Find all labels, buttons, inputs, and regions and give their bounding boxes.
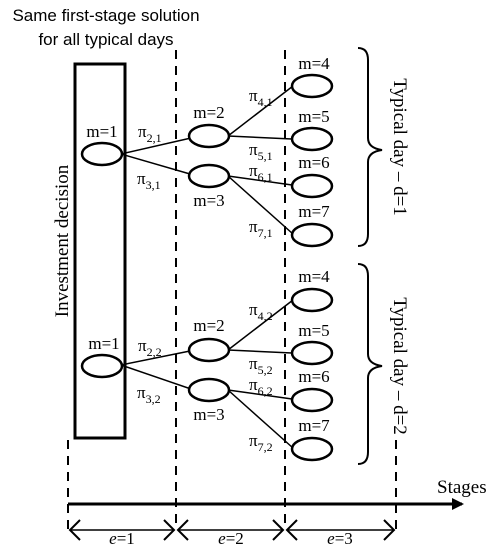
node-m7 xyxy=(290,222,334,248)
stages-axis-label: Stages xyxy=(437,477,487,498)
node-m3 xyxy=(187,377,231,403)
stage-1-span-right-head xyxy=(163,519,176,541)
tree-typical-day-2: m=1 m=2 m=3 m=4 m=5 m=6 m=7 π2,2 π3,2 π4… xyxy=(80,263,410,465)
prob-pi-4-2: π4,2 xyxy=(249,300,273,323)
edge-2-5 xyxy=(227,135,293,140)
node-m6 xyxy=(290,173,334,199)
edge-1-2 xyxy=(120,137,192,155)
edge-2-4 xyxy=(227,299,294,351)
node-m5 xyxy=(290,126,334,152)
node-m5 xyxy=(290,340,334,366)
stage-3-label: e=3 xyxy=(327,529,353,548)
node-m1 xyxy=(80,141,124,167)
prob-pi-6-1: π6,1 xyxy=(249,161,273,184)
edge-3-6 xyxy=(227,175,293,186)
node-label-m5: m=5 xyxy=(298,107,329,126)
edge-3-6 xyxy=(227,389,293,400)
node-m4 xyxy=(290,287,334,313)
node-m2 xyxy=(187,337,231,363)
node-label-m7: m=7 xyxy=(298,202,330,221)
header-line-2: for all typical days xyxy=(38,30,173,49)
header-line-1: Same first-stage solution xyxy=(12,6,199,25)
edge-1-2 xyxy=(120,350,191,366)
investment-decision-label: Investment decision xyxy=(52,164,73,317)
node-label-m6: m=6 xyxy=(298,367,329,386)
curly-brace-day-1 xyxy=(357,47,383,247)
tree-typical-day-1: m=1 m=2 m=3 m=4 m=5 m=6 m=7 π2,1 π3,1 π4… xyxy=(80,47,410,248)
node-m2 xyxy=(187,123,231,149)
curly-brace-day-2 xyxy=(357,263,383,465)
edge-2-4 xyxy=(227,85,294,137)
edge-1-3 xyxy=(120,153,191,175)
node-m6 xyxy=(290,387,334,413)
typical-day-1-label: Typical day – d=1 xyxy=(389,78,410,216)
node-label-m2: m=2 xyxy=(193,316,224,335)
prob-pi-4-1: π4,1 xyxy=(249,86,273,109)
node-label-m6: m=6 xyxy=(298,153,329,172)
node-label-m4: m=4 xyxy=(298,54,330,73)
edge-3-7 xyxy=(227,389,294,449)
edge-2-5 xyxy=(227,349,293,354)
node-label-m3: m=3 xyxy=(193,191,224,210)
stage-1-label: e=1 xyxy=(109,529,135,548)
stage-2-span-right-head xyxy=(272,519,285,541)
prob-pi-7-1: π7,1 xyxy=(249,217,273,240)
prob-pi-3-2: π3,2 xyxy=(137,383,161,406)
stage-1-span: e=1 xyxy=(68,519,176,548)
node-label-m5: m=5 xyxy=(298,321,329,340)
node-m1 xyxy=(80,353,124,379)
stage-2-span-left-head xyxy=(176,519,189,541)
typical-day-2-label: Typical day – d=2 xyxy=(389,297,410,435)
stage-2-span: e=2 xyxy=(176,519,285,548)
node-m7 xyxy=(290,436,334,462)
prob-pi-6-2: π6,2 xyxy=(249,375,273,398)
stage-1-span-left-head xyxy=(68,519,81,541)
edge-3-7 xyxy=(227,175,294,235)
node-m4 xyxy=(290,73,334,99)
investment-decision-box xyxy=(73,62,127,440)
node-label-m4: m=4 xyxy=(298,267,330,286)
stage-2-label: e=2 xyxy=(218,529,244,548)
prob-pi-3-1: π3,1 xyxy=(137,169,161,192)
prob-pi-7-2: π7,2 xyxy=(249,431,273,454)
prob-pi-5-1: π5,1 xyxy=(249,140,273,163)
stage-3-span: e=3 xyxy=(285,519,396,548)
node-label-m1: m=1 xyxy=(86,122,117,141)
node-label-m7: m=7 xyxy=(298,416,330,435)
node-m3 xyxy=(187,163,231,189)
node-label-m3: m=3 xyxy=(193,405,224,424)
prob-pi-2-1: π2,1 xyxy=(138,122,162,145)
node-label-m2: m=2 xyxy=(193,103,224,122)
prob-pi-5-2: π5,2 xyxy=(249,354,273,377)
node-label-m1: m=1 xyxy=(88,334,119,353)
stage-3-span-right-head xyxy=(383,519,396,541)
edge-1-3 xyxy=(120,364,192,390)
prob-pi-2-2: π2,2 xyxy=(138,336,162,359)
stage-3-span-left-head xyxy=(285,519,298,541)
